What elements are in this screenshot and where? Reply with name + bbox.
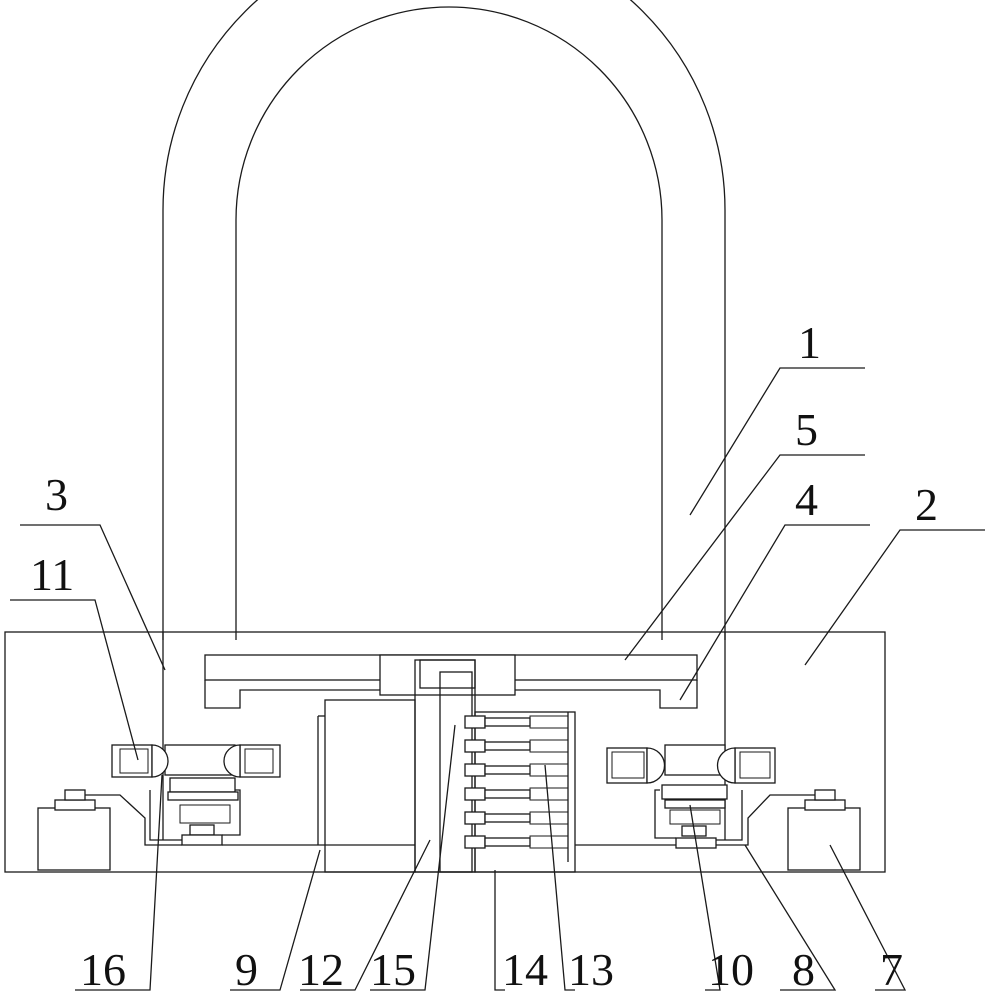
right-latch: [606, 744, 776, 849]
label-12: 12: [298, 944, 344, 995]
crossbar: [204, 654, 698, 709]
left-motor: [37, 789, 415, 871]
pin-stack: [464, 711, 576, 873]
reference-labels: 1 5 4 2 3 11 16 9 12 15 14 13 10 8 7: [30, 317, 938, 995]
label-3: 3: [45, 469, 68, 520]
label-15: 15: [370, 944, 416, 995]
pin-row: [464, 835, 569, 849]
pin-row: [464, 763, 569, 777]
pin-row: [464, 739, 569, 753]
pin-row: [464, 811, 569, 825]
label-16: 16: [80, 944, 126, 995]
label-14: 14: [502, 944, 548, 995]
leader-lines: [10, 367, 985, 991]
label-4: 4: [795, 474, 818, 525]
pin-row: [464, 715, 569, 729]
shackle: [162, 0, 726, 640]
label-7: 7: [880, 944, 903, 995]
label-1: 1: [798, 317, 821, 368]
label-2: 2: [915, 479, 938, 530]
pin-row: [464, 787, 569, 801]
label-10: 10: [708, 944, 754, 995]
label-13: 13: [568, 944, 614, 995]
label-11: 11: [30, 549, 74, 600]
label-8: 8: [792, 944, 815, 995]
right-motor: [575, 789, 861, 871]
left-latch: [111, 744, 281, 846]
label-5: 5: [795, 404, 818, 455]
label-9: 9: [235, 944, 258, 995]
